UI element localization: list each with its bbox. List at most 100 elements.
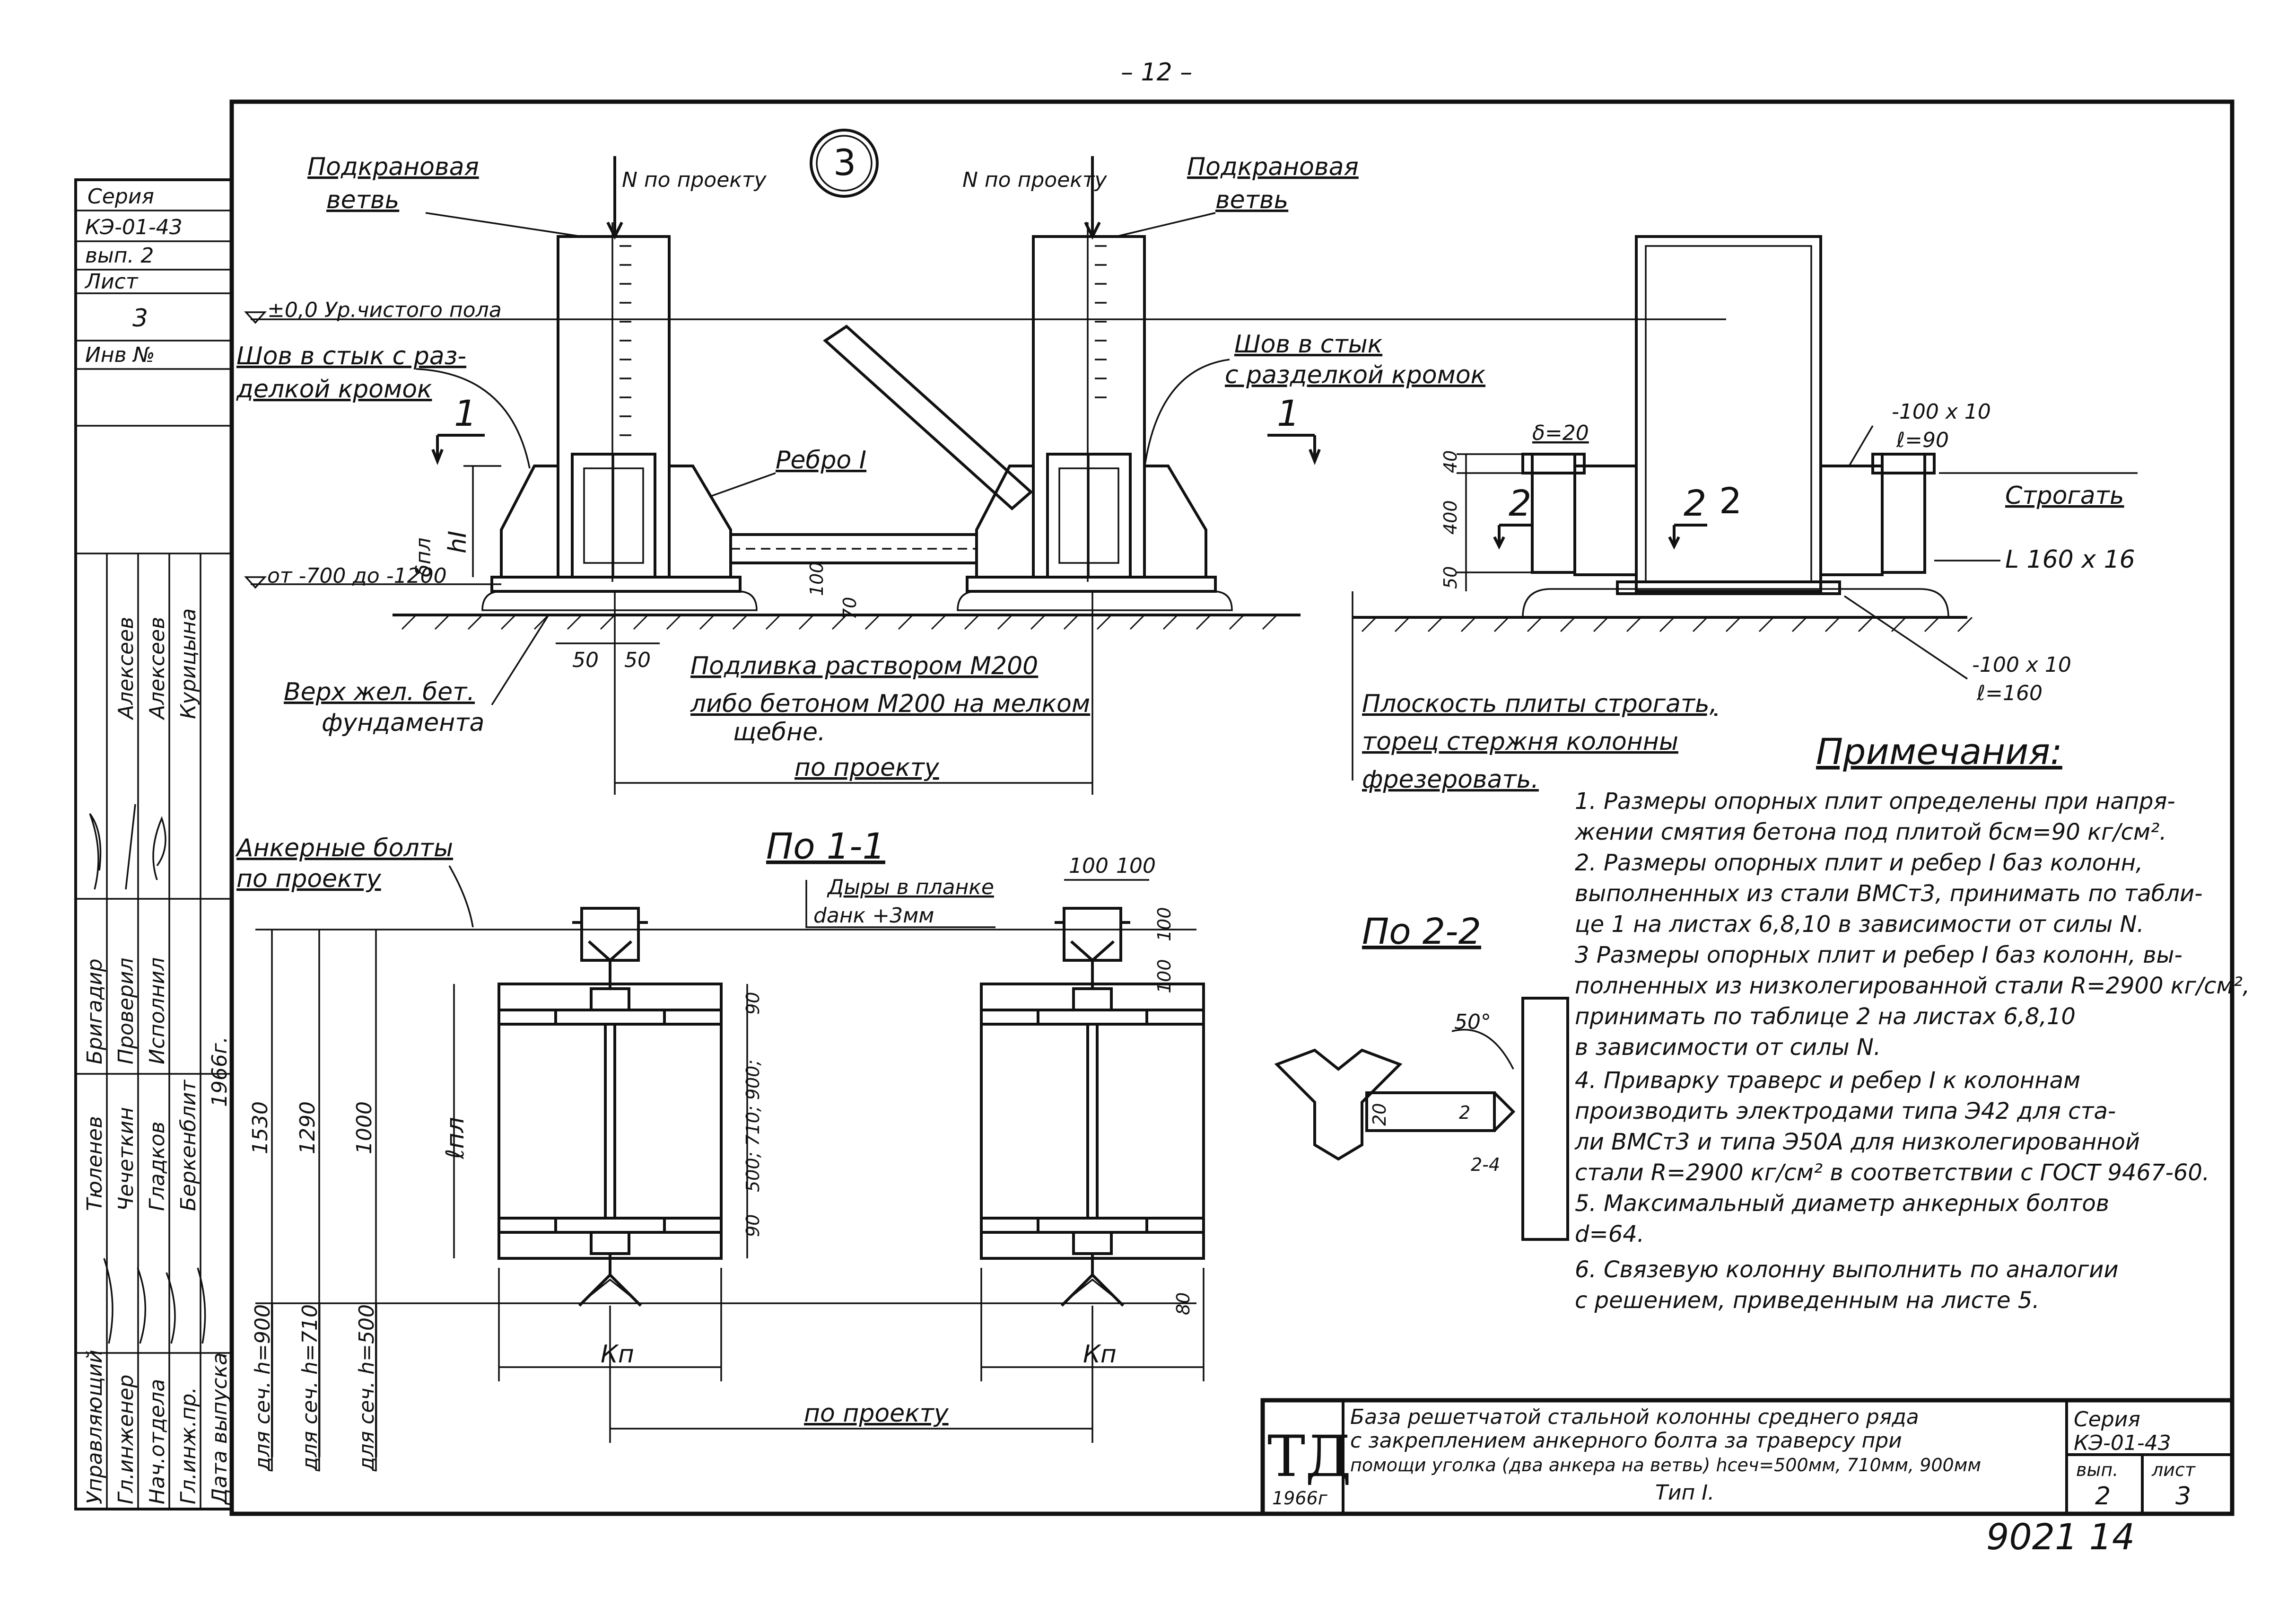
sidebar-series-value: КЭ-01-43: [85, 215, 183, 239]
lpl-label: ℓпл: [441, 1117, 470, 1159]
title-block: ТД 1966г База решетчатой стальной колонн…: [1260, 1398, 2235, 1516]
notes-title: Примечания:: [1816, 730, 2062, 773]
sidebar-inv-label: Инв №: [85, 343, 155, 367]
dim-100: 100: [806, 562, 827, 596]
name-1: Чечеткин: [114, 1107, 138, 1211]
name-4: 1966г.: [208, 1036, 232, 1107]
note-line-7: принимать по таблице 2 на листах 6,8,10: [1575, 1003, 2076, 1030]
section-1-left: 1: [454, 392, 477, 434]
holes-2: dанк +3мм: [813, 904, 934, 928]
note-line-2: 2. Размеры опорных плит и ребер I баз ко…: [1575, 850, 2143, 876]
title-line3: помощи уголка (два анкера на ветвь) hсеч…: [1350, 1455, 1981, 1475]
grout-3: щебне.: [733, 718, 826, 746]
shov-right-1: Шов в стык: [1234, 330, 1383, 359]
anchor-1: Анкерные болты: [235, 834, 453, 862]
w20-label: 20: [1369, 1103, 1390, 1126]
dim-1000: 1000: [352, 1101, 376, 1154]
deg50-label: 50°: [1454, 1010, 1491, 1034]
role2-1: Проверил: [114, 957, 138, 1064]
name-0: Тюленев: [83, 1116, 107, 1211]
note-line-8: в зависимости от силы N.: [1575, 1034, 1881, 1061]
td-year: 1966г: [1272, 1488, 1328, 1509]
grout-1: Подливка раствором М200: [690, 652, 1038, 680]
anchor-2: по проекту: [236, 865, 382, 893]
name2-2: Курицына: [176, 608, 201, 719]
kn-left: Кп: [601, 1340, 634, 1369]
vetv-right: ветвь: [1215, 186, 1288, 214]
sidebar-issue: вып. 2: [85, 244, 154, 268]
po-proektu-2: по проекту: [804, 1399, 949, 1428]
dim-100v2: 100: [1154, 959, 1175, 993]
side-view: 40 400 50 δ=20 2 2 2 -100 х 10 ℓ=90 Стро…: [1352, 235, 2138, 794]
note-line-15: 6. Связевую колонну выполнить по аналоги…: [1575, 1256, 2119, 1283]
tb-issue-value: 2: [2095, 1482, 2111, 1510]
grout-2: либо бетоном М200 на мелком: [690, 690, 1090, 718]
tb-sheet-value: 3: [2175, 1482, 2191, 1510]
po-proektu-1: по проекту: [794, 754, 940, 782]
dim-500: 500; 710; 900;: [742, 1060, 763, 1192]
tb-series-label: Серия: [2074, 1407, 2140, 1431]
dim-hl: hI: [444, 531, 472, 553]
note-line-13: 5. Максимальный диаметр анкерных болтов: [1575, 1190, 2109, 1217]
tb-issue-label: вып.: [2076, 1459, 2118, 1480]
note-line-3: выполненных из стали ВМСт3, принимать по…: [1575, 880, 2203, 907]
name2-0: Алексеев: [114, 617, 138, 720]
podkr-left: Подкрановая: [307, 153, 479, 181]
floor-level-label: ±0,0 Ур.чистого пола: [267, 298, 502, 322]
plan-view-1-1: Анкерные болты по проекту По 1-1 Дыры в …: [235, 825, 1205, 1472]
shov-left-1: Шов в стык с раз-: [236, 342, 466, 370]
tb-sheet-label: лист: [2151, 1459, 2196, 1480]
dim-50a: 50: [572, 648, 599, 672]
role-1: Гл.инженер: [114, 1375, 138, 1504]
podkr-right: Подкрановая: [1187, 153, 1359, 181]
view-22-label: По 2-2: [1362, 910, 1481, 952]
dim-40: 40: [1440, 450, 1461, 473]
h710-label: для сеч. h=710: [298, 1304, 322, 1472]
note-line-0: 1. Размеры опорных плит определены при н…: [1575, 788, 2175, 815]
plane-1: Плоскость плиты строгать,: [1362, 690, 1717, 718]
note-line-16: с решением, приведенным на листе 5.: [1575, 1287, 2040, 1314]
name-3: Беркенблит: [176, 1080, 201, 1211]
dim-1530: 1530: [248, 1101, 272, 1154]
note-line-1: жении смятия бетона под плитой бсм=90 кг…: [1574, 819, 2167, 845]
n-right-label: N по проекту: [962, 168, 1107, 192]
view-2-2: По 2-2 50° 20 2 2-4: [1274, 910, 1569, 1241]
level-bottom-label: от -700 до -1200: [267, 564, 447, 588]
elevation-section: ±0,0 Ур.чистого пола: [236, 153, 1726, 795]
dim-400: 400: [1440, 500, 1461, 535]
tb-series-value: КЭ-01-43: [2074, 1431, 2171, 1455]
dim-100-100b: 100: [1116, 854, 1156, 878]
dim-90b: 90: [742, 1214, 763, 1237]
detail-mark: 3: [833, 141, 856, 184]
note-line-11: ли ВМСт3 и типа Э50А для низколегированн…: [1574, 1129, 2140, 1155]
page-number: – 12 –: [1121, 58, 1192, 87]
detail-mark-circle: [810, 129, 879, 198]
plane-2: торец стержня колонны: [1362, 728, 1678, 756]
sec-2-right: 2: [1684, 482, 1706, 524]
w24-label: 2-4: [1471, 1154, 1500, 1175]
plan-left: [498, 907, 723, 1307]
rebro-label: Ребро I: [776, 446, 866, 474]
dim-1290: 1290: [296, 1101, 320, 1154]
plan-right: [980, 907, 1205, 1307]
dim-50b: 50: [624, 648, 651, 672]
dim-90a: 90: [742, 992, 763, 1015]
angle-label: L 160 х 16: [2005, 545, 2135, 574]
plate-bot-1: -100 х 10: [1972, 653, 2071, 677]
grout-right: [957, 590, 1233, 611]
td-logo: ТД: [1267, 1424, 1352, 1490]
note-line-9: 4. Приварку траверс и ребер I к колоннам: [1575, 1067, 2080, 1094]
note-line-12: стали R=2900 кг/см² в соответствии с ГОС…: [1575, 1159, 2209, 1186]
sidebar-sheet-value: 3: [132, 304, 148, 333]
role2-0: Бригадир: [83, 958, 107, 1064]
role-4: Дата выпуска: [208, 1352, 232, 1505]
shov-right-2: с разделкой кромок: [1225, 361, 1486, 389]
h500-label: для сеч. h=500: [355, 1304, 379, 1472]
plate-bot-2: ℓ=160: [1976, 681, 2043, 705]
holes-1: Дыры в планке: [827, 875, 994, 899]
shov-left-2: делкой кромок: [236, 375, 432, 404]
dim-80: 80: [1173, 1292, 1194, 1315]
role-2: Нач.отдела: [145, 1379, 169, 1504]
dim-50c: 50: [1440, 566, 1461, 589]
